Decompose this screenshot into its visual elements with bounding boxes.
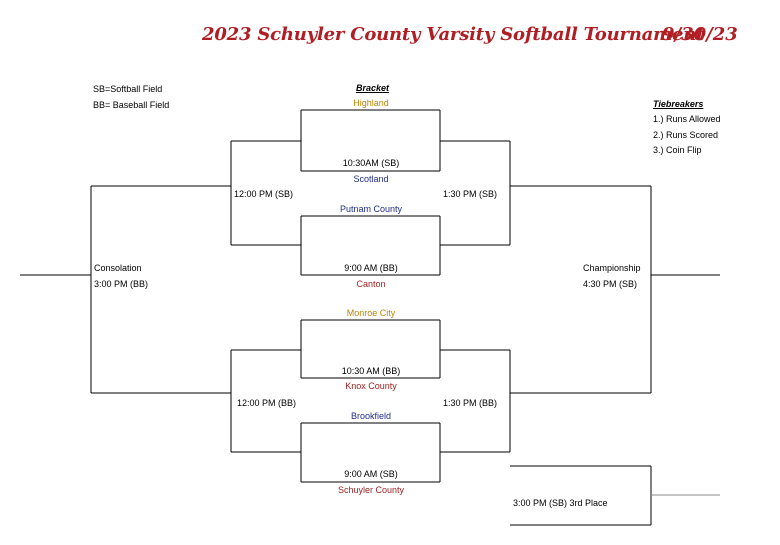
- tiebreaker-item: 1.) Runs Allowed: [653, 114, 721, 124]
- tiebreaker-item: 3.) Coin Flip: [653, 145, 702, 155]
- game2-time: 9:00 AM (BB): [344, 263, 398, 273]
- game1-time: 10:30AM (SB): [342, 158, 400, 168]
- top-right-semi-bracket: [440, 140, 511, 246]
- bottom-left-semi-bracket: [230, 349, 301, 453]
- legend-baseball: BB= Baseball Field: [93, 100, 170, 110]
- tiebreaker-item: 2.) Runs Scored: [653, 130, 719, 140]
- team-knox-county: Knox County: [345, 381, 397, 391]
- championship-bracket: [510, 185, 720, 394]
- tournament-date: 9/30/23: [662, 24, 738, 45]
- championship-label: Championship: [583, 263, 641, 273]
- team-monroe-city: Monroe City: [346, 308, 396, 318]
- championship-time: 4:30 PM (SB): [583, 279, 638, 289]
- third-place-bracket: [510, 465, 652, 526]
- team-scotland: Scotland: [353, 174, 389, 184]
- top-left-semi-bracket: [230, 140, 301, 246]
- team-highland: Highland: [353, 98, 389, 108]
- third-place-game: 3:00 PM (SB) 3rd Place: [513, 498, 608, 508]
- game3-box: [300, 319, 441, 379]
- consolation-bracket: [20, 185, 231, 394]
- game4-time: 9:00 AM (SB): [344, 469, 398, 479]
- legend-softball: SB=Softball Field: [93, 84, 163, 94]
- bottom-right-semi-time: 1:30 PM (BB): [443, 398, 498, 408]
- bracket-heading: Bracket: [356, 83, 390, 93]
- team-canton: Canton: [356, 279, 386, 289]
- team-schuyler-county: Schuyler County: [337, 485, 405, 495]
- team-putnam-county: Putnam County: [339, 204, 403, 214]
- page-title: 2023 Schuyler County Varsity Softball To…: [202, 24, 705, 45]
- bottom-right-semi-bracket: [440, 349, 511, 453]
- top-left-semi-time: 12:00 PM (SB): [234, 189, 294, 199]
- team-brookfield: Brookfield: [350, 411, 392, 421]
- top-right-semi-time: 1:30 PM (SB): [443, 189, 498, 199]
- bottom-left-semi-time: 12:00 PM (BB): [237, 398, 297, 408]
- consolation-label: Consolation: [94, 263, 142, 273]
- game3-time: 10:30 AM (BB): [341, 366, 401, 376]
- tiebreakers-heading: Tiebreakers: [653, 99, 704, 109]
- consolation-time: 3:00 PM (BB): [94, 279, 149, 289]
